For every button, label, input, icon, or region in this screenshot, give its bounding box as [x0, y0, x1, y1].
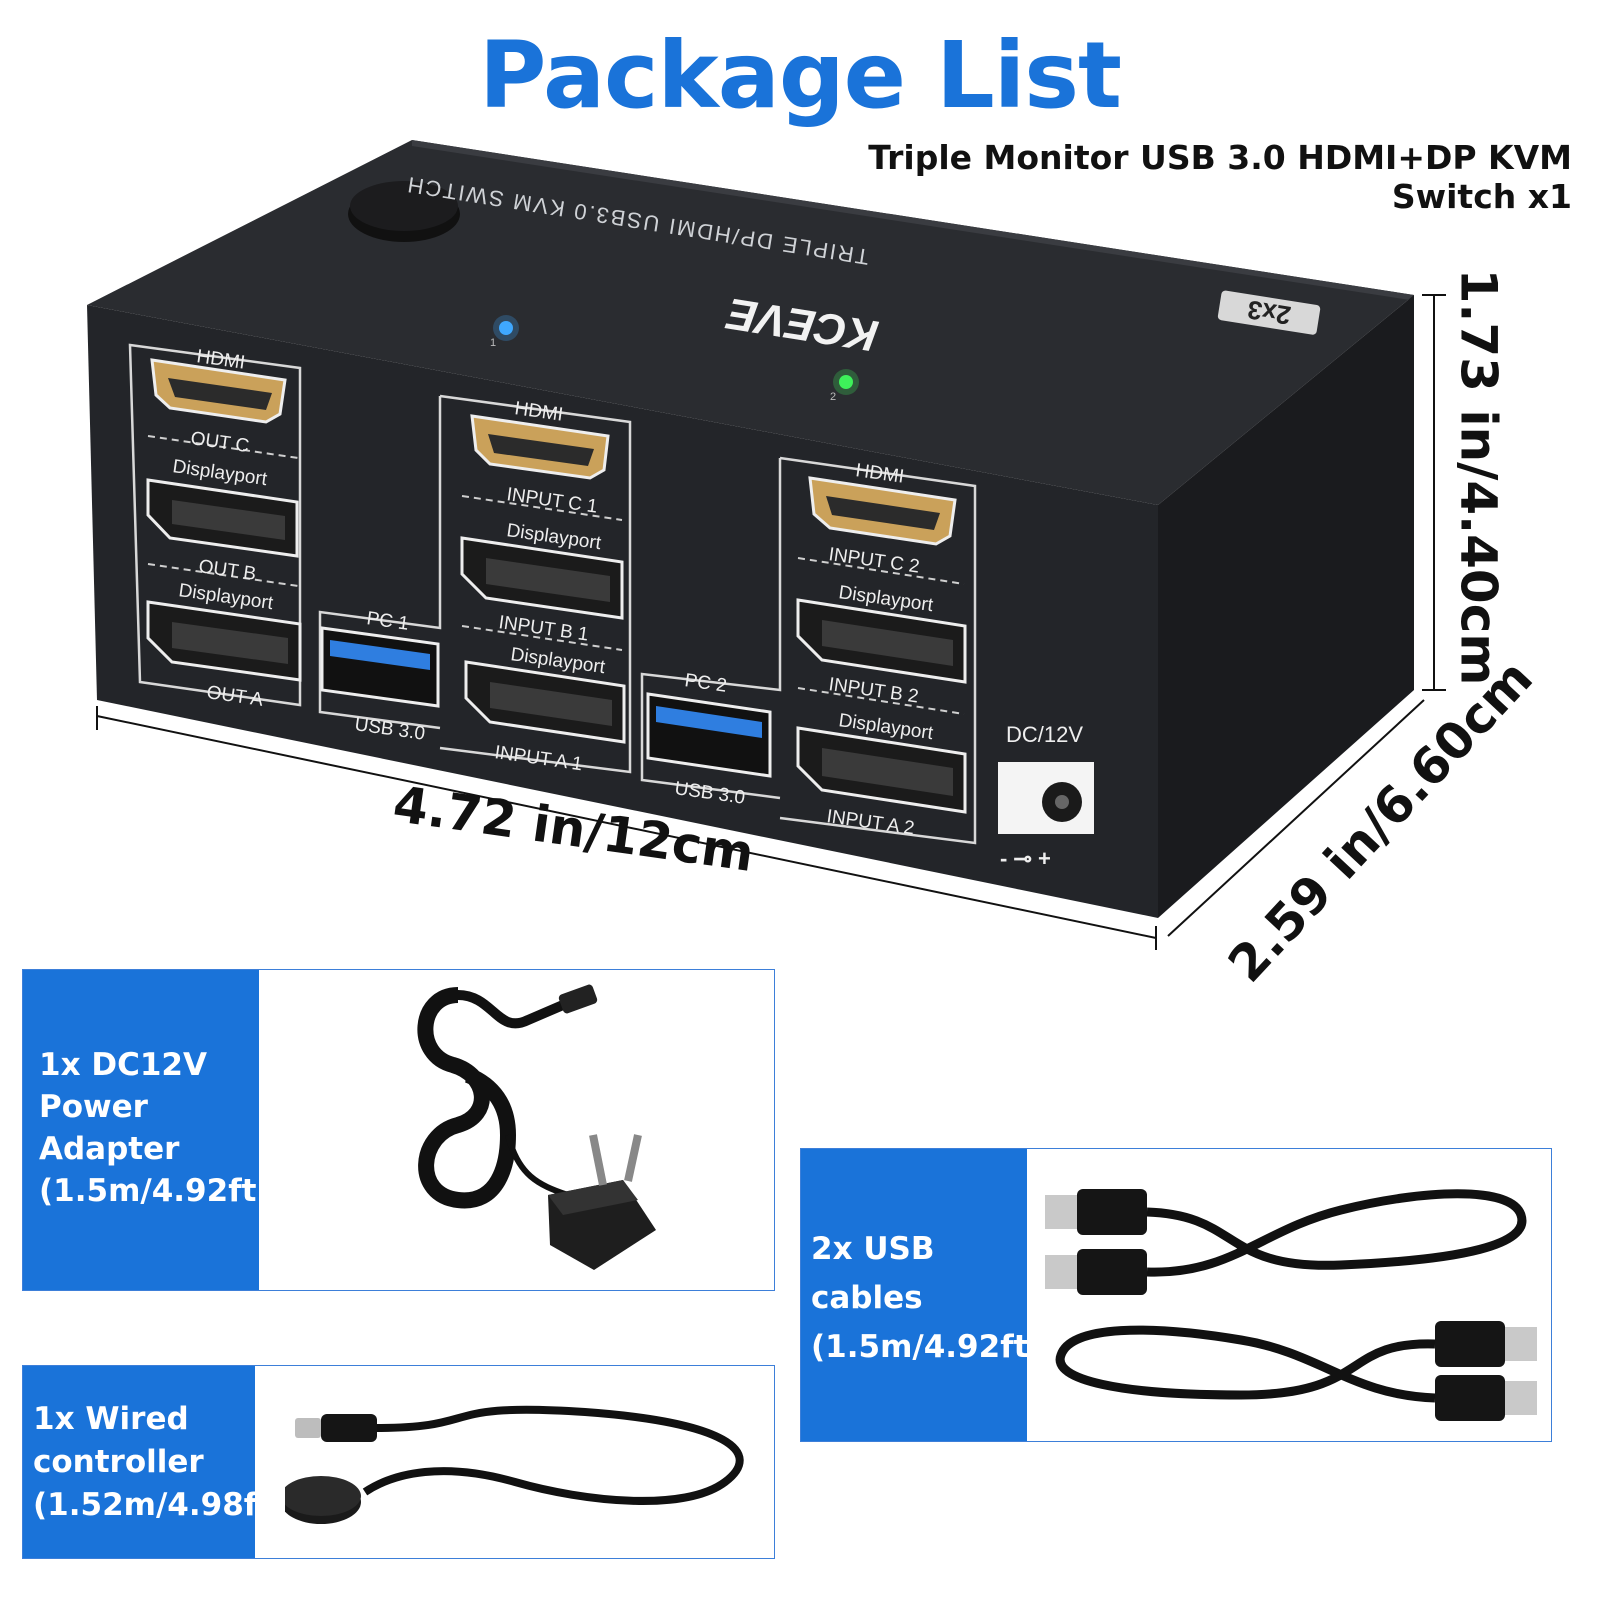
- model-badge: [1217, 290, 1321, 335]
- wired-controller-label: 1x Wired controller (1.52m/4.98ft): [33, 1401, 287, 1523]
- height-dimension-label: 1.73 in/4.40cm: [1449, 268, 1508, 686]
- input-a2-dp-port: [796, 726, 967, 814]
- page-subtitle: Triple Monitor USB 3.0 HDMI+DP KVM Switc…: [868, 138, 1572, 216]
- pc2-usb-port: [646, 692, 772, 778]
- input-c2-hdmi-port: [808, 476, 957, 546]
- wired-controller-image: [285, 1405, 744, 1524]
- led-2-indicator: [839, 375, 853, 389]
- pc2-group-frame: [640, 456, 977, 845]
- kvm-switch-illustration: 2x3 TRIPLE DP/HDMI USB3.0 KVM SWITCH KCE…: [87, 140, 1446, 950]
- output-group-frame: [128, 343, 302, 707]
- power-label: DC/12V: [1006, 722, 1083, 747]
- input-b1-dp-port: [460, 536, 624, 620]
- page-title: Package List: [478, 22, 1122, 129]
- device-top-edge: [412, 140, 1414, 300]
- led-1-label: 1: [490, 337, 496, 349]
- out-b-dp-port: [146, 478, 299, 558]
- model-badge-text: 2x3: [1245, 294, 1293, 330]
- usb-cables-card: 2x USB cables (1.5m/4.92ft): [800, 1148, 1552, 1442]
- device-side-face: [1158, 295, 1414, 918]
- pc1-group-frame: [318, 394, 632, 774]
- usb-cables-image: [1045, 1189, 1537, 1421]
- depth-dimension-line: [1167, 699, 1425, 937]
- out-c-hdmi-port: [150, 358, 287, 424]
- input-a1-dp-port: [464, 660, 626, 744]
- wired-controller-label-panel: 1x Wired controller (1.52m/4.98ft): [23, 1366, 287, 1558]
- out-a-dp-port: [146, 600, 302, 682]
- input-c1-hdmi-port: [470, 414, 610, 480]
- usb-cables-label: 2x USB cables (1.5m/4.92ft): [811, 1231, 1043, 1365]
- power-adapter-image: [417, 984, 656, 1270]
- usb-cables-label-panel: 2x USB cables (1.5m/4.92ft): [801, 1149, 1043, 1441]
- power-adapter-label-panel: 1x DC12V Power Adapter (1.5m/4.92ft): [23, 970, 271, 1290]
- width-dimension-line: [96, 715, 1157, 939]
- wired-controller-card: 1x Wired controller (1.52m/4.98ft): [22, 1365, 775, 1559]
- led-2-label: 2: [830, 391, 836, 403]
- power-adapter-card: 1x DC12V Power Adapter (1.5m/4.92ft): [22, 969, 775, 1291]
- led-1-indicator: [499, 321, 513, 335]
- input-b2-dp-port: [796, 598, 967, 684]
- power-adapter-label: 1x DC12V Power Adapter (1.5m/4.92ft): [39, 1047, 271, 1209]
- pc1-usb-port: [320, 626, 440, 708]
- power-polarity-label: - ⊸ +: [1000, 846, 1051, 871]
